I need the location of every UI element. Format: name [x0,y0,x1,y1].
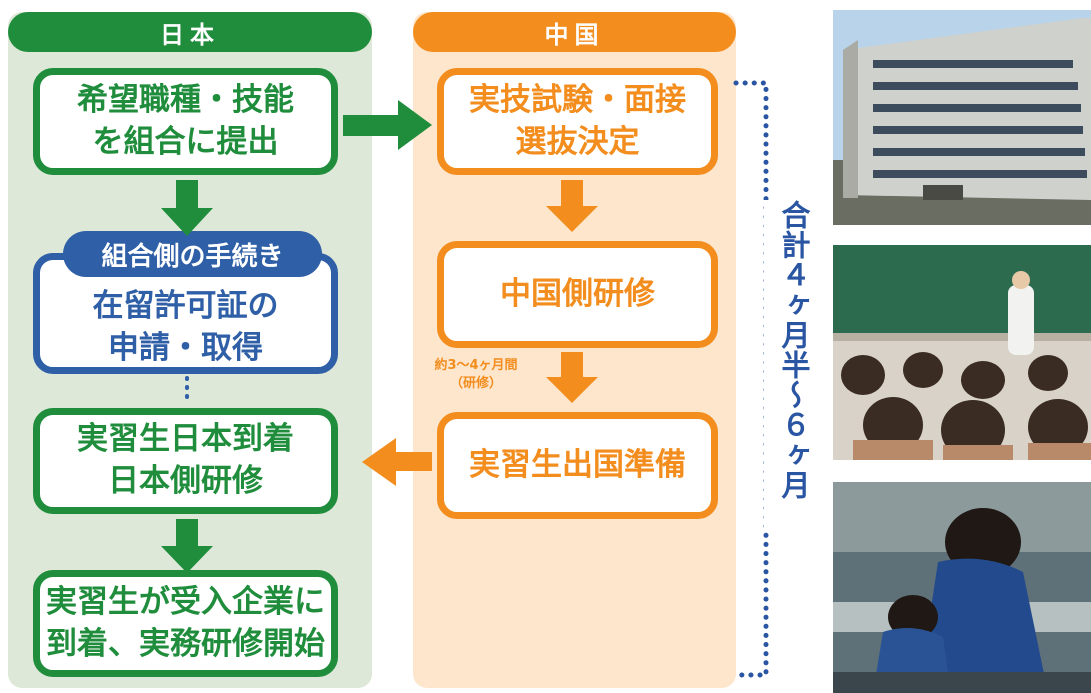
union-procedure-tag: 組合側の手続き [63,231,322,277]
china-step-training: 中国側研修 [437,241,718,348]
school-building-photo [833,10,1091,225]
china-step-departure-label: 実習生出国準備 [469,446,686,483]
japan-step-arrival-line2: 日本側研修 [108,463,263,499]
china-step-training-label: 中国側研修 [500,275,655,312]
japan-step-arrival-line1: 実習生日本到着 [77,421,294,458]
japan-step-submit: 希望職種・技能 を組合に提出 [33,68,338,175]
arrow-right-green [343,100,432,150]
japan-step-arrival: 実習生日本到着 日本側研修 [33,408,338,514]
japan-step-company-line1: 実習生が受入企業に [46,583,325,620]
china-step-selection: 実技試験・面接 選抜決定 [437,68,718,175]
arrow-left-orange [362,438,432,486]
training-duration-note: 約3〜4ヶ月間 （研修） [416,357,536,392]
duration-bracket [733,80,769,678]
classroom-photo [833,245,1091,460]
china-step-selection-line1: 実技試験・面接 [469,81,686,118]
arrow-down-green-1 [161,180,213,236]
japan-header: 日本 [8,12,372,52]
total-duration: 合計４ヶ月半〜６ヶ月 [764,200,824,530]
japan-step-submit-line1: 希望職種・技能 [77,81,294,118]
japan-step-submit-line2: を組合に提出 [92,123,279,160]
japan-step-company-training: 実習生が受入企業に 到着、実務研修開始 [33,570,338,677]
japan-step-residence-line1: 在留許可証の [92,287,279,324]
training-duration-line2: （研修） [449,375,502,391]
factory-workers-photo [833,482,1091,693]
total-duration-text: 合計４ヶ月半〜６ヶ月 [777,200,811,500]
china-step-departure-prep: 実習生出国準備 [437,412,718,519]
arrow-down-orange-1 [546,180,598,232]
china-step-selection-line2: 選抜決定 [515,123,640,160]
china-header: 中国 [413,12,736,52]
training-duration-line1: 約3〜4ヶ月間 [434,358,518,373]
japan-step-company-line2: 到着、実務研修開始 [46,625,325,662]
arrow-down-green-2 [161,519,213,573]
japan-step-residence-line2: 申請・取得 [108,329,263,366]
arrow-down-orange-2 [546,352,598,403]
